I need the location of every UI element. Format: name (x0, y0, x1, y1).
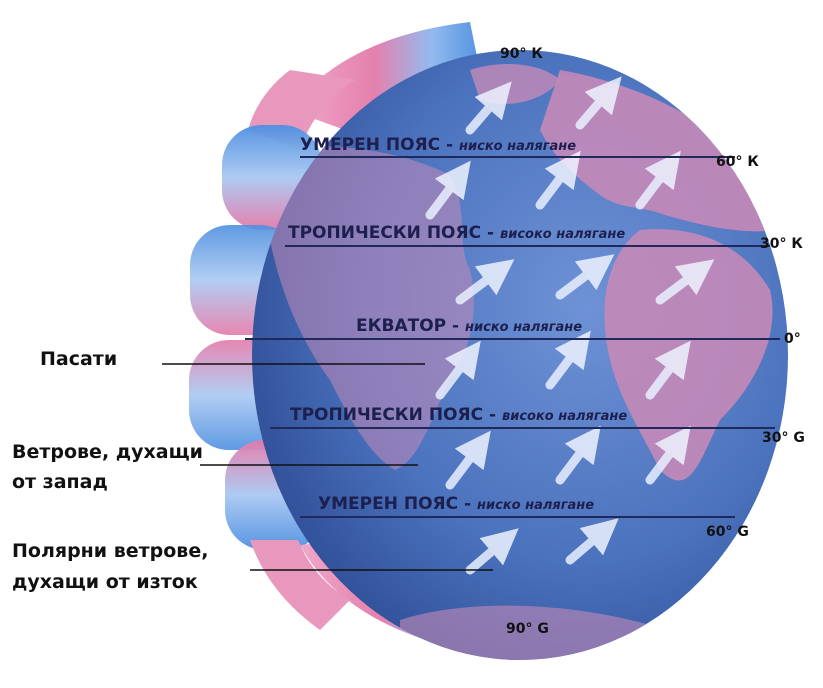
zone-separator: - (481, 223, 500, 243)
zone-separator: - (483, 405, 502, 425)
zone-name: УМЕРЕН ПОЯС (300, 135, 440, 155)
zone-pressure: ниско налягане (465, 320, 582, 335)
zone-name: ЕКВАТОР (356, 316, 446, 336)
zone-pressure: ниско налягане (459, 139, 576, 154)
westerlies-label-line1: Ветрове, духащи (12, 441, 203, 463)
continent-antarctica (400, 606, 650, 680)
lat-label-60s: 60° G (706, 524, 749, 540)
trade-winds-label: Пасати (40, 348, 117, 370)
zone-pressure: високо налягане (500, 227, 625, 242)
zone-separator: - (440, 135, 459, 155)
zone-pressure: високо налягане (502, 409, 627, 424)
lat-label-60n: 60° К (716, 154, 759, 170)
zone-pressure: ниско налягане (477, 498, 594, 513)
lat-label-90s: 90° G (506, 621, 549, 637)
zone-separator: - (458, 494, 477, 514)
zone-name: ТРОПИЧЕСКИ ПОЯС (290, 405, 483, 425)
lat-label-0: 0° (784, 331, 801, 347)
lat-label-90n: 90° К (500, 46, 543, 62)
zone-name: ТРОПИЧЕСКИ ПОЯС (288, 223, 481, 243)
polar-winds-label-line1: Полярни ветрове, (12, 540, 208, 562)
lat-label-30s: 30° G (762, 430, 805, 446)
polar-winds-label-line2: духащи от изток (12, 571, 198, 593)
westerlies-label-line2: от запад (12, 471, 108, 493)
zone-name: УМЕРЕН ПОЯС (318, 494, 458, 514)
zone-separator: - (446, 316, 465, 336)
lat-label-30n: 30° К (760, 236, 803, 252)
